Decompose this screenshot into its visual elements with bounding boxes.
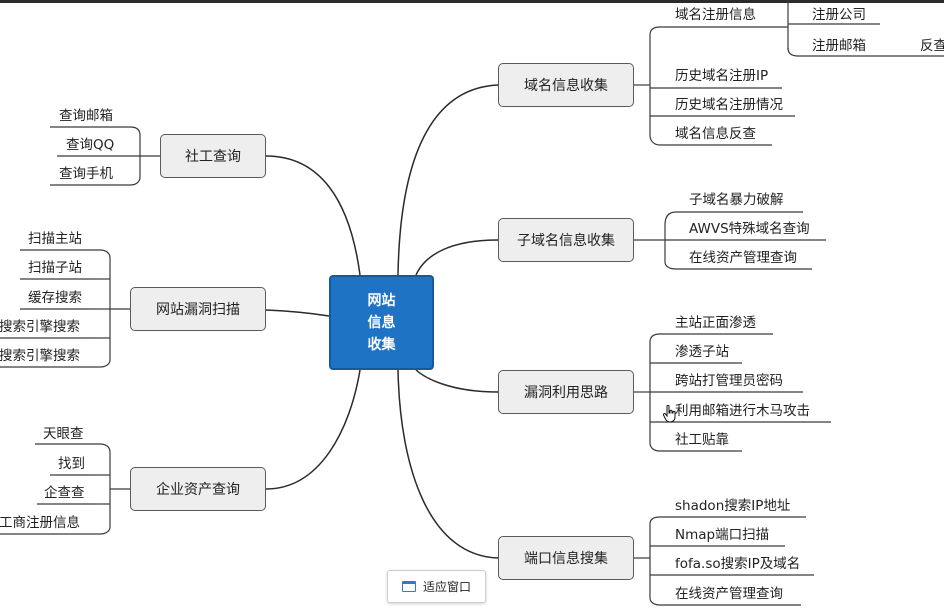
branch-social-query[interactable]: 社工查询 xyxy=(160,134,266,178)
leaf-search-engine-1[interactable]: 搜索引擎搜索 xyxy=(0,319,80,335)
leaf-email-reverse[interactable]: 反查 xyxy=(920,38,944,54)
fit-window-button[interactable]: 适应窗口 xyxy=(387,570,486,603)
branch-vuln-scan[interactable]: 网站漏洞扫描 xyxy=(130,287,266,331)
leaf-online-asset-query[interactable]: 在线资产管理查询 xyxy=(689,250,797,266)
leaf-scan-subsite[interactable]: 扫描子站 xyxy=(28,260,82,276)
leaf-domain-registration[interactable]: 域名注册信息 xyxy=(675,7,756,23)
leaf-online-asset-query-2[interactable]: 在线资产管理查询 xyxy=(675,586,783,602)
branch-subdomain-info[interactable]: 子域名信息收集 xyxy=(498,218,634,262)
leaf-nmap-port-scan[interactable]: Nmap端口扫描 xyxy=(675,527,770,543)
root-line-3: 收集 xyxy=(367,336,396,353)
leaf-main-site-pentest[interactable]: 主站正面渗透 xyxy=(675,315,756,331)
leaf-query-email[interactable]: 查询邮箱 xyxy=(59,108,113,124)
leaf-xss-admin-password[interactable]: 跨站打管理员密码 xyxy=(675,373,783,389)
leaf-history-domain-ip[interactable]: 历史域名注册IP xyxy=(675,68,769,84)
leaf-qichacha[interactable]: 企查查 xyxy=(44,485,85,501)
window-icon xyxy=(401,581,416,592)
leaf-fofa-search[interactable]: fofa.so搜索IP及域名 xyxy=(675,556,801,572)
root-line-1: 网站 xyxy=(367,292,396,309)
leaf-pentest-subsite[interactable]: 渗透子站 xyxy=(675,344,729,360)
branch-social-query-label: 社工查询 xyxy=(185,149,241,165)
branch-domain-info[interactable]: 域名信息收集 xyxy=(498,63,634,107)
branch-port-info-label: 端口信息搜集 xyxy=(524,551,608,567)
leaf-shodan-ip-search[interactable]: shadon搜索IP地址 xyxy=(675,498,791,514)
leaf-history-domain-status[interactable]: 历史域名注册情况 xyxy=(675,97,783,113)
leaf-zhaodao[interactable]: 找到 xyxy=(58,456,85,472)
branch-subdomain-info-label: 子域名信息收集 xyxy=(517,233,615,249)
branch-vuln-scan-label: 网站漏洞扫描 xyxy=(156,302,240,318)
leaf-awvs-domain-query[interactable]: AWVS特殊域名查询 xyxy=(689,221,810,237)
leaf-cache-search[interactable]: 缓存搜索 xyxy=(28,290,82,306)
branch-enterprise-assets-label: 企业资产查询 xyxy=(156,482,240,498)
fit-window-label: 适应窗口 xyxy=(422,580,471,594)
leaf-query-qq[interactable]: 查询QQ xyxy=(66,137,115,153)
leaf-scan-main-site[interactable]: 扫描主站 xyxy=(28,231,82,247)
branch-enterprise-assets[interactable]: 企业资产查询 xyxy=(130,467,266,511)
leaf-registered-email[interactable]: 注册邮箱 xyxy=(812,38,866,54)
leaf-query-phone[interactable]: 查询手机 xyxy=(59,166,113,182)
leaf-subdomain-bruteforce[interactable]: 子域名暴力破解 xyxy=(689,192,784,208)
branch-port-info[interactable]: 端口信息搜集 xyxy=(498,536,634,580)
window-top-edge xyxy=(0,0,944,3)
branch-vuln-exploit-label: 漏洞利用思路 xyxy=(524,385,608,401)
leaf-tianyancha[interactable]: 天眼查 xyxy=(43,426,84,442)
leaf-social-engineering[interactable]: 社工贴靠 xyxy=(675,432,729,448)
leaf-email-trojan-attack[interactable]: 利用邮箱进行木马攻击 xyxy=(675,403,810,419)
root-line-2: 信息 xyxy=(367,314,396,331)
branch-domain-info-label: 域名信息收集 xyxy=(524,78,608,94)
leaf-business-registration[interactable]: 工商注册信息 xyxy=(0,515,80,531)
branch-vuln-exploit[interactable]: 漏洞利用思路 xyxy=(498,370,634,414)
root-node-website-info-collection[interactable]: 网站 信息 收集 xyxy=(329,275,434,370)
leaf-search-engine-2[interactable]: 搜索引擎搜索 xyxy=(0,348,80,364)
leaf-domain-reverse-lookup[interactable]: 域名信息反查 xyxy=(675,126,756,142)
hand-cursor-icon xyxy=(663,405,676,423)
leaf-registered-company[interactable]: 注册公司 xyxy=(812,7,866,23)
